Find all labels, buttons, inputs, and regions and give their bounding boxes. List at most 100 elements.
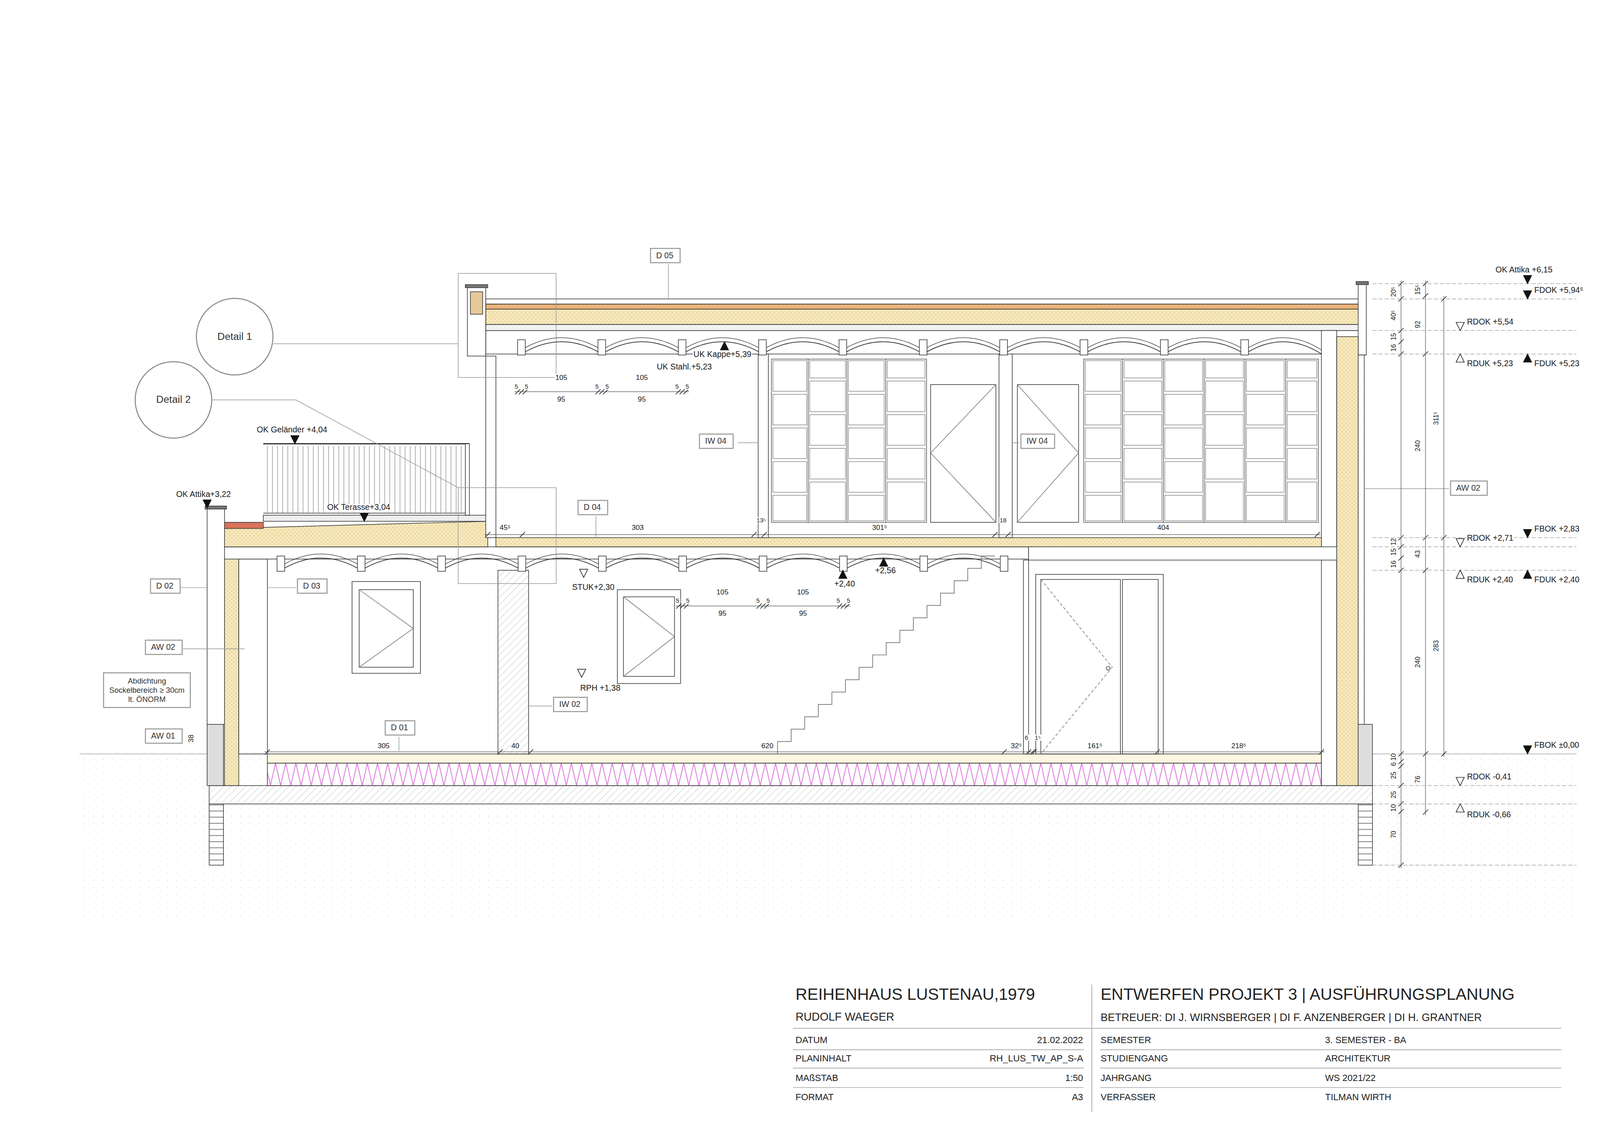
- dimension-text: 5: [846, 597, 851, 605]
- detail-frame: [458, 487, 557, 584]
- cabinet-cell: [848, 394, 885, 425]
- component-tag-box: AW 02: [1450, 480, 1488, 496]
- steel-beam: [678, 340, 686, 356]
- dimension-tick: [497, 749, 503, 755]
- cabinet-cell: [772, 360, 807, 392]
- dimension-text: 95: [798, 609, 808, 617]
- title-block-rule: [1100, 1049, 1562, 1050]
- cabinet: [1122, 359, 1164, 523]
- level-line: [1372, 785, 1577, 786]
- drawing-title: REIHENHAUS LUSTENAU,1979: [795, 986, 1036, 1003]
- railing-bar: [272, 445, 273, 514]
- cabinet-cell: [1085, 360, 1121, 392]
- component-tag-box: IW 04: [1020, 433, 1055, 450]
- level-mark: RDOK -0,41: [1466, 773, 1513, 782]
- cabinet: [1245, 359, 1286, 523]
- level-mark: FBOK ±0,00: [1533, 741, 1580, 750]
- vault-arch: [762, 337, 843, 350]
- cabinet-cell: [1124, 448, 1163, 479]
- vault-arch: [1244, 337, 1322, 350]
- section-construction: [930, 384, 996, 523]
- level-mark: OK Attika +6,15: [1495, 266, 1554, 275]
- vault-arch: [682, 554, 763, 567]
- cabinet-cell: [1165, 495, 1203, 521]
- dimension-text: 95: [637, 395, 647, 403]
- railing-bar: [450, 445, 452, 514]
- cabinet-cell: [1165, 461, 1203, 493]
- section-construction: [207, 508, 225, 725]
- dimension-tick: [520, 532, 525, 538]
- dimension-tick: [1154, 749, 1160, 755]
- section-construction: [465, 443, 470, 515]
- railing-bar: [460, 445, 462, 514]
- level-triangle: [1523, 354, 1532, 363]
- dimension-text: 13⁵: [755, 517, 767, 524]
- cabinet-cell: [887, 448, 925, 479]
- cabinet-cell: [809, 415, 846, 446]
- detail-callout-circle: Detail 1: [195, 297, 274, 376]
- railing-bar: [374, 445, 375, 514]
- dimension-text: 32⁵: [1010, 742, 1023, 750]
- dimension-tick: [683, 389, 689, 395]
- railing-bar: [440, 445, 441, 514]
- vault-arch: [1164, 337, 1245, 350]
- cabinet-cell: [1165, 427, 1203, 459]
- dimension-tick: [1398, 555, 1404, 561]
- cabinet: [771, 359, 808, 523]
- dimension-tick: [602, 389, 608, 395]
- title-block-text: BETREUER: DI J. WIRNSBERGER | DI F. ANZE…: [1100, 1012, 1483, 1023]
- detail-frame: [737, 442, 759, 443]
- dimension-tick: [1398, 809, 1404, 815]
- detail-frame: [267, 587, 297, 588]
- section-construction: [485, 356, 496, 538]
- steel-beam: [357, 556, 365, 572]
- title-block-rule: [1100, 1087, 1562, 1088]
- cabinet-cell: [848, 461, 885, 493]
- cabinet: [1285, 359, 1319, 523]
- dimension-tick: [1398, 339, 1404, 345]
- detail-frame: [458, 273, 557, 378]
- level-mark: OK Terasse+3,04: [326, 504, 391, 513]
- level-mark: RPH +1,38: [579, 684, 621, 693]
- railing-bar: [353, 445, 355, 514]
- level-line: [1372, 865, 1577, 866]
- level-mark: FBOK +2,83: [1533, 525, 1580, 534]
- steel-beam: [1160, 340, 1168, 356]
- cabinet-cell: [1085, 461, 1121, 493]
- level-triangle: [1523, 529, 1532, 538]
- railing-bar: [455, 445, 457, 514]
- level-line: [1372, 353, 1577, 355]
- dimension-text: 5: [675, 597, 680, 605]
- dimension-text: 20⁵: [1390, 286, 1398, 298]
- steel-beam: [437, 556, 446, 572]
- level-mark: UK Kappe+5,39: [692, 350, 753, 360]
- section-construction: [238, 559, 268, 755]
- cabinet-cell: [772, 461, 807, 493]
- dimension-text: 15: [1390, 332, 1398, 342]
- dimension-text: 5: [524, 383, 529, 390]
- title-block-rule: [792, 1087, 1084, 1088]
- tag-text: D 03: [302, 581, 322, 592]
- section-construction: [224, 521, 488, 547]
- level-line: [1372, 803, 1577, 805]
- cabinet-cell: [1085, 495, 1121, 521]
- dimension-text: 16: [1390, 560, 1398, 569]
- steel-beam: [920, 556, 928, 572]
- level-triangle: [1456, 570, 1465, 579]
- section-construction: [623, 597, 675, 677]
- vault-arch: [843, 554, 924, 567]
- railing-bar: [415, 445, 416, 514]
- section-construction: [497, 570, 529, 755]
- dimension-tick: [1398, 751, 1404, 757]
- section-construction: [224, 522, 264, 529]
- level-mark: +2,40: [833, 580, 856, 589]
- level-triangle: [1456, 777, 1465, 786]
- railing-bar: [405, 445, 406, 514]
- cabinet-cell: [809, 381, 846, 412]
- vault-arch: [682, 337, 763, 350]
- dimension-line: [264, 751, 1325, 753]
- railing-bar: [410, 445, 411, 514]
- level-triangle: [1523, 570, 1532, 579]
- dimension-text: 105: [715, 588, 730, 596]
- cabinet-cell: [809, 482, 846, 521]
